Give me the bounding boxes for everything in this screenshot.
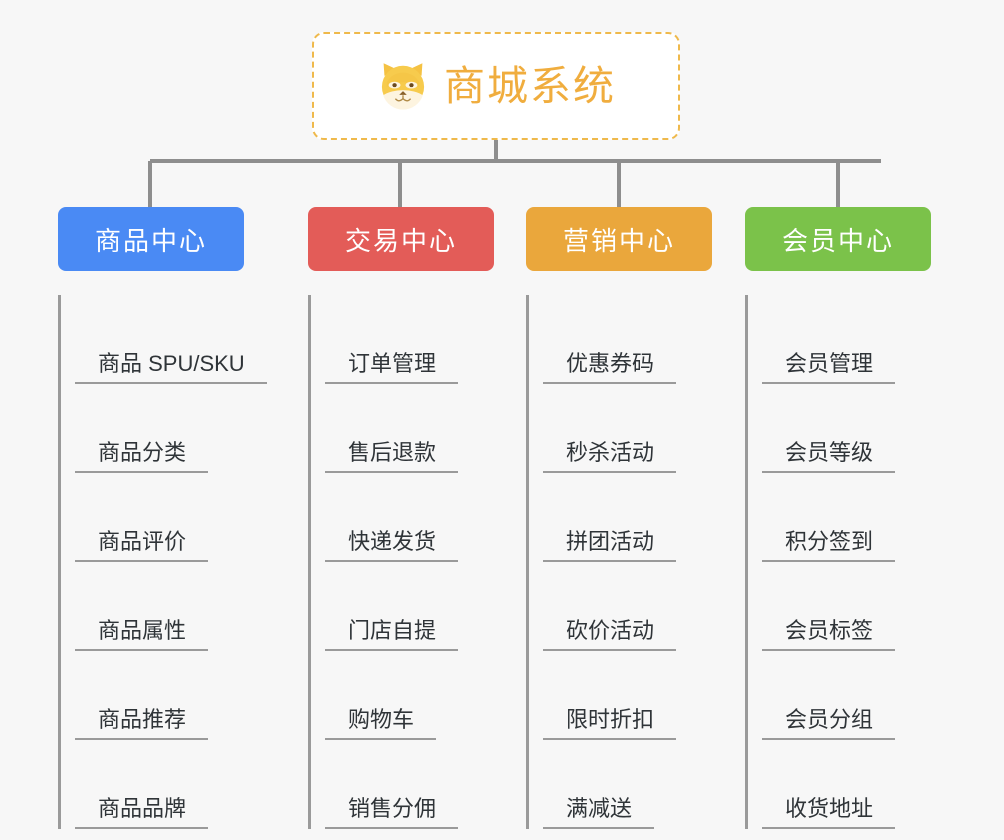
list-item-label: 会员等级 xyxy=(762,439,896,473)
list-item[interactable]: 快递发货 xyxy=(325,473,494,562)
list-item-label: 限时折扣 xyxy=(543,706,677,740)
branch-item-list-2: 优惠券码 秒杀活动 拼团活动 砍价活动 限时折扣 满减送 xyxy=(526,295,712,829)
list-item[interactable]: 商品评价 xyxy=(75,473,244,562)
list-item[interactable]: 收货地址 xyxy=(762,740,931,829)
list-item-label: 商品推荐 xyxy=(75,706,209,740)
list-item-label: 销售分佣 xyxy=(325,795,459,829)
list-item-label: 拼团活动 xyxy=(543,528,677,562)
list-item-label: 优惠券码 xyxy=(543,350,677,384)
list-item-label: 满减送 xyxy=(543,795,655,829)
branch-header-1[interactable]: 交易中心 xyxy=(308,207,494,271)
list-item[interactable]: 购物车 xyxy=(325,651,494,740)
list-item-label: 砍价活动 xyxy=(543,617,677,651)
root-title: 商城系统 xyxy=(444,62,616,109)
branch-item-list-3: 会员管理 会员等级 积分签到 会员标签 会员分组 收货地址 xyxy=(745,295,931,829)
list-item[interactable]: 积分签到 xyxy=(762,473,931,562)
shiba-dog-face-icon xyxy=(381,63,425,110)
list-item[interactable]: 限时折扣 xyxy=(543,651,712,740)
branch-header-0[interactable]: 商品中心 xyxy=(58,207,244,271)
list-item-label: 售后退款 xyxy=(325,439,459,473)
list-item-label: 商品评价 xyxy=(75,528,209,562)
list-item-label: 会员管理 xyxy=(762,350,896,384)
list-item[interactable]: 秒杀活动 xyxy=(543,384,712,473)
list-item-label: 商品属性 xyxy=(75,617,209,651)
list-item[interactable]: 会员等级 xyxy=(762,384,931,473)
list-item[interactable]: 会员管理 xyxy=(762,295,931,384)
list-item-label: 购物车 xyxy=(325,706,437,740)
branch-header-3[interactable]: 会员中心 xyxy=(745,207,931,271)
list-item[interactable]: 订单管理 xyxy=(325,295,494,384)
root-node[interactable]: 商城系统 xyxy=(312,32,680,140)
list-item[interactable]: 商品推荐 xyxy=(75,651,244,740)
list-item-label: 门店自提 xyxy=(325,617,459,651)
list-item[interactable]: 商品分类 xyxy=(75,384,244,473)
branch-header-2[interactable]: 营销中心 xyxy=(526,207,712,271)
branch-column-0: 商品中心 商品 SPU/SKU 商品分类 商品评价 商品属性 商品推荐 商品品牌 xyxy=(58,207,267,829)
list-item-label: 会员标签 xyxy=(762,617,896,651)
list-item[interactable]: 商品品牌 xyxy=(75,740,244,829)
list-item-label: 收货地址 xyxy=(762,795,896,829)
list-item[interactable]: 优惠券码 xyxy=(543,295,712,384)
list-item[interactable]: 销售分佣 xyxy=(325,740,494,829)
list-item-label: 秒杀活动 xyxy=(543,439,677,473)
list-item-label: 会员分组 xyxy=(762,706,896,740)
branch-column-2: 营销中心 优惠券码 秒杀活动 拼团活动 砍价活动 限时折扣 满减送 xyxy=(526,207,712,829)
list-item[interactable]: 门店自提 xyxy=(325,562,494,651)
list-item-label: 订单管理 xyxy=(325,350,459,384)
list-item-label: 快递发货 xyxy=(325,528,459,562)
list-item-label: 商品分类 xyxy=(75,439,209,473)
list-item-label: 商品品牌 xyxy=(75,795,209,829)
list-item[interactable]: 拼团活动 xyxy=(543,473,712,562)
branch-item-list-0: 商品 SPU/SKU 商品分类 商品评价 商品属性 商品推荐 商品品牌 xyxy=(58,295,267,829)
list-item[interactable]: 满减送 xyxy=(543,740,712,829)
branch-column-3: 会员中心 会员管理 会员等级 积分签到 会员标签 会员分组 收货地址 xyxy=(745,207,931,829)
list-item[interactable]: 会员分组 xyxy=(762,651,931,740)
branch-column-1: 交易中心 订单管理 售后退款 快递发货 门店自提 购物车 销售分佣 xyxy=(308,207,494,829)
list-item[interactable]: 砍价活动 xyxy=(543,562,712,651)
branch-item-list-1: 订单管理 售后退款 快递发货 门店自提 购物车 销售分佣 xyxy=(308,295,494,829)
list-item[interactable]: 会员标签 xyxy=(762,562,931,651)
list-item[interactable]: 商品 SPU/SKU xyxy=(75,295,267,384)
list-item[interactable]: 商品属性 xyxy=(75,562,244,651)
list-item-label: 商品 SPU/SKU xyxy=(75,350,267,384)
list-item[interactable]: 售后退款 xyxy=(325,384,494,473)
list-item-label: 积分签到 xyxy=(762,528,896,562)
